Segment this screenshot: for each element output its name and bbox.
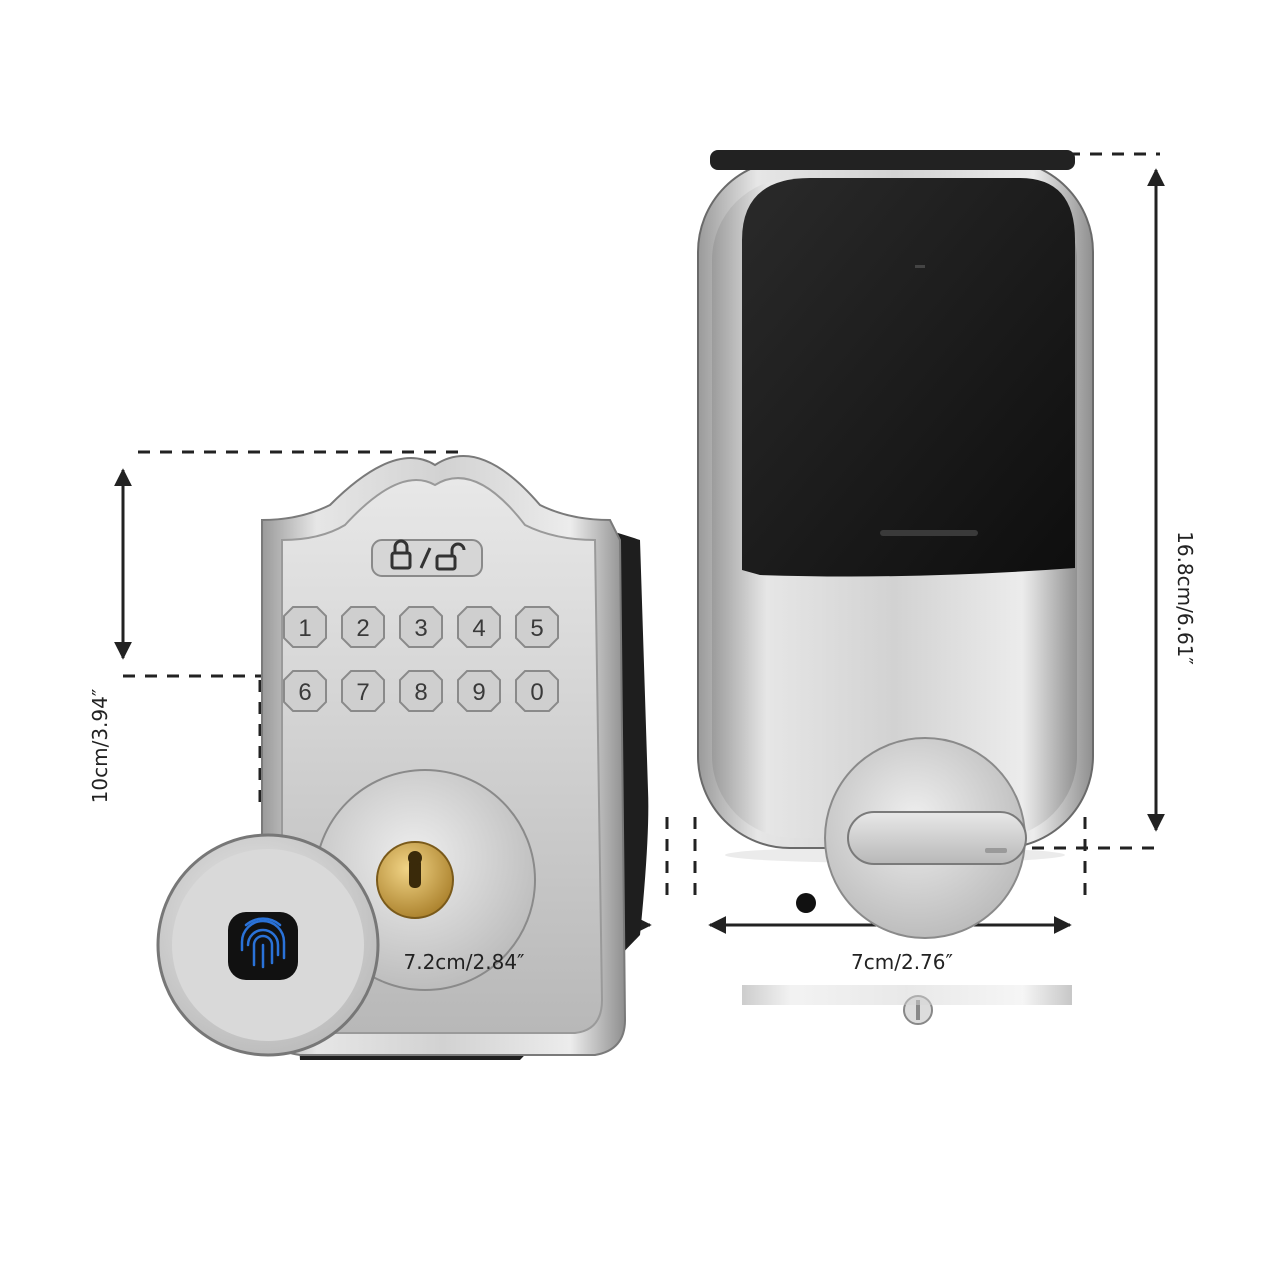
lock-unlock-icon xyxy=(390,539,466,571)
interior-width-label: 7cm/2.76″ xyxy=(851,950,953,974)
key-label: 4 xyxy=(472,615,485,642)
key-6[interactable]: 6 xyxy=(283,670,327,712)
key-label: 3 xyxy=(414,615,427,642)
key-9[interactable]: 9 xyxy=(457,670,501,712)
key-8[interactable]: 8 xyxy=(399,670,443,712)
key-4[interactable]: 4 xyxy=(457,606,501,648)
key-5[interactable]: 5 xyxy=(515,606,559,648)
keypad-unit: 1 2 3 4 5 6 7 8 9 0 xyxy=(156,455,649,1060)
key-label: 5 xyxy=(530,615,543,642)
key-label: 0 xyxy=(530,679,543,706)
key-label: 1 xyxy=(298,615,311,642)
key-7[interactable]: 7 xyxy=(341,670,385,712)
keypad-width-label: 7.2cm/2.84″ xyxy=(403,950,525,974)
key-label: 7 xyxy=(356,679,369,706)
key-label: 8 xyxy=(414,679,427,706)
key-label: 2 xyxy=(356,615,369,642)
battery-cover xyxy=(742,178,1075,577)
key-label: 9 xyxy=(472,679,485,706)
interior-unit xyxy=(697,150,1094,1025)
thumb-turn-lever xyxy=(847,811,1027,865)
interior-height-label: 16.8cm/6.61″ xyxy=(1173,531,1197,665)
keypad-height-label: 10cm/3.94″ xyxy=(88,688,112,804)
key-3[interactable]: 3 xyxy=(399,606,443,648)
key-1[interactable]: 1 xyxy=(283,606,327,648)
key-0[interactable]: 0 xyxy=(515,670,559,712)
reset-button xyxy=(796,893,816,913)
key-2[interactable]: 2 xyxy=(341,606,385,648)
key-label: 6 xyxy=(298,679,311,706)
keypad-keys: 1 2 3 4 5 6 7 8 9 0 xyxy=(283,606,559,712)
fingerprint-icon xyxy=(240,917,286,969)
